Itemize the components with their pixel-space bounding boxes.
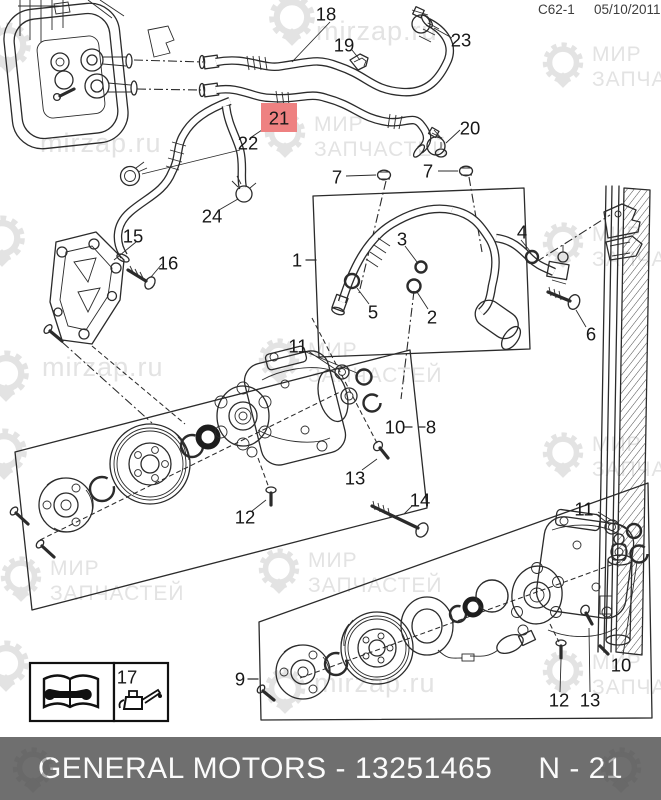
figure-date: 05/10/2011 [594,2,661,17]
pipe-assembly-box-1 [305,187,570,358]
mir-zapchastey-logo-icon [0,556,42,602]
callout-label-11: 11 [288,336,307,357]
watermark: mirzap.ru [262,668,436,714]
callout-label-5: 5 [368,302,378,323]
hvac-unit-drawing [3,0,175,150]
callout-label-3: 3 [397,229,407,250]
callout-label-20: 20 [460,118,481,139]
footer-part-number: GENERAL MOTORS - 13251465 [37,751,493,785]
footer-bar: GENERAL MOTORS - 13251465 N - 21 [0,737,661,800]
mir-zapchastey-logo-icon [258,548,300,594]
callout-label-1: 1 [292,250,302,271]
bracket-15-drawing [43,231,163,345]
clamp-23-drawing [411,6,431,34]
callout-label-7: 7 [332,167,342,188]
legend-boxes [28,661,170,723]
callout-label-12: 12 [549,690,570,711]
mir-zapchastey-logo-icon [258,338,300,384]
callout-label-2: 2 [427,307,437,328]
leader-lines [39,59,626,679]
highlighted-part-badge[interactable] [261,103,297,132]
callout-label-10: 10 [611,655,632,676]
compressor-box-9 [247,482,653,721]
mir-zapchastey-logo-icon [269,0,315,46]
nut-7-drawing [376,142,474,181]
mir-zapchastey-logo-icon [0,350,29,402]
oil-legend-box [112,661,170,723]
mir-zapchastey-logo-icon [542,42,584,88]
callout-label-7: 7 [423,161,433,182]
figure-code: C62-1 [538,2,575,17]
watermark [10,747,56,798]
callout-label-19: 19 [334,35,355,56]
callout-label-21[interactable]: 21 [269,108,290,129]
callout-label-8: 8 [426,417,436,438]
callout-label-12: 12 [235,507,256,528]
callout-label-10: 10 [385,417,406,438]
watermark [0,215,28,272]
mir-zapchastey-logo-icon [600,747,642,793]
compressor-box-8 [9,345,429,611]
callout-label-22: 22 [238,133,259,154]
watermark [266,0,318,51]
callout-label-23: 23 [451,30,472,51]
callout-label-13: 13 [580,690,601,711]
callout-label-18: 18 [316,4,337,25]
callout-label-14: 14 [410,490,431,511]
watermark [0,640,32,697]
callout-label-17: 17 [117,667,138,688]
oil-can-icon [118,688,162,710]
mir-zapchastey-logo-icon [542,222,584,268]
mir-zapchastey-logo-icon [264,668,306,714]
watermark [598,747,644,798]
heater-hoses-drawing [113,6,474,263]
clip-19-drawing [349,53,369,71]
watermark [0,350,32,407]
callout-label-9: 9 [235,669,245,690]
callout-label-6: 6 [586,324,596,345]
mir-zapchastey-logo-icon [12,747,54,793]
mir-zapchastey-logo-icon [542,432,584,478]
callout-label-16: 16 [158,253,179,274]
watermark: mirzap.ru [316,16,438,46]
callout-label-4: 4 [517,222,527,243]
callout-label-24: 24 [202,206,223,227]
mir-zapchastey-logo-icon [0,215,25,267]
clamp-24-drawing [231,175,257,203]
watermark: mirzap.ru [42,352,164,382]
callout-label-11: 11 [574,499,593,520]
book-wrench-icon [42,674,100,709]
callout-label-13: 13 [345,468,366,489]
clamp-22-drawing [119,161,148,187]
parts-diagram: 1819232021222477134526151611108131214911… [3,0,653,723]
mir-zapchastey-logo-icon [542,650,584,696]
callout-label-15: 15 [123,226,144,247]
mir-zapchastey-logo-icon [0,640,29,692]
